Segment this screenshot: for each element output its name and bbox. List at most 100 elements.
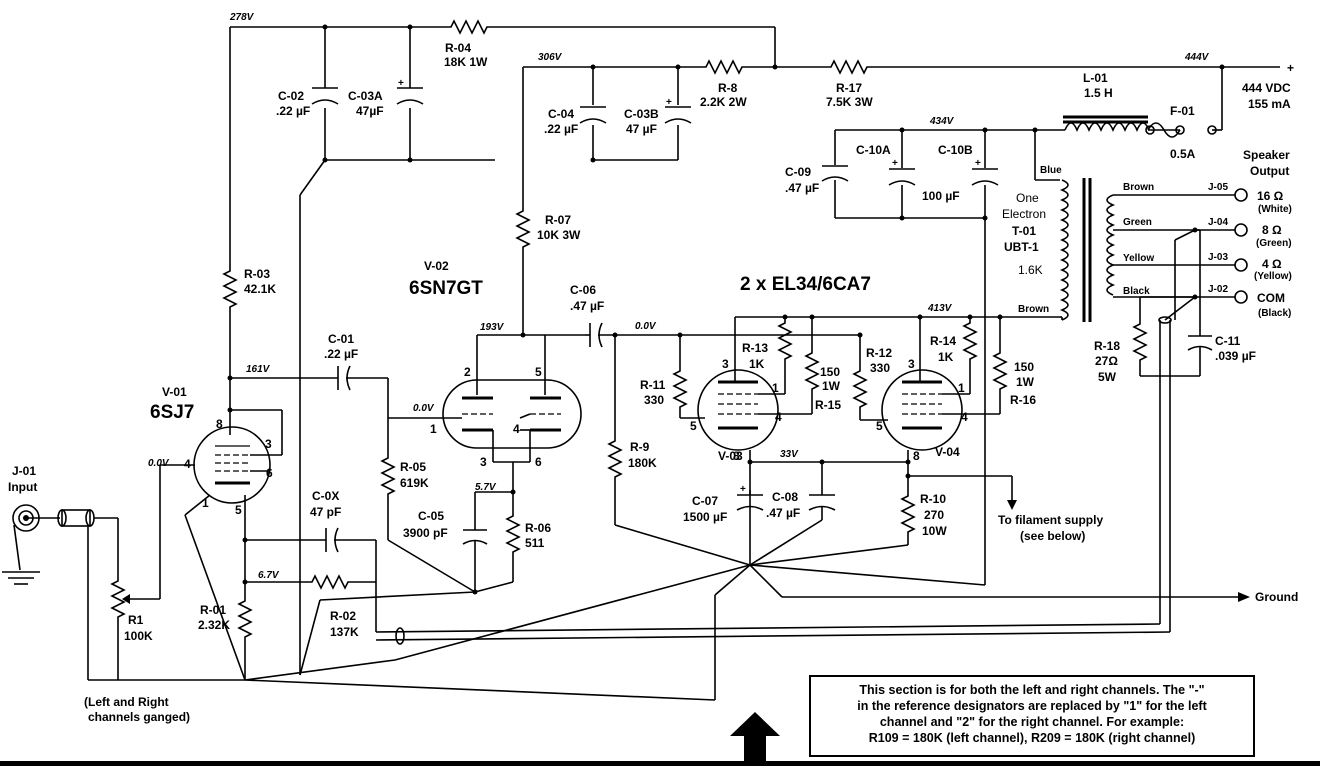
svg-text:16 Ω: 16 Ω — [1257, 189, 1284, 203]
svg-text:R-04: R-04 — [445, 41, 471, 55]
svg-text:7.5K 3W: 7.5K 3W — [826, 95, 873, 109]
svg-text:+: + — [1287, 61, 1294, 75]
svg-text:42.1K: 42.1K — [244, 282, 276, 296]
svg-text:V-01: V-01 — [162, 385, 187, 399]
svg-text:+: + — [398, 78, 404, 89]
svg-text:330: 330 — [644, 393, 664, 407]
capacitor-c04 — [579, 106, 607, 124]
svg-text:R-16: R-16 — [1010, 393, 1036, 407]
resistor-r05 — [381, 451, 476, 593]
svg-text:R-11: R-11 — [640, 378, 666, 392]
svg-text:R-01: R-01 — [200, 603, 226, 617]
svg-text:.22 µF: .22 µF — [276, 104, 310, 118]
svg-text:R-14: R-14 — [930, 334, 956, 348]
resistor-r14 — [963, 316, 977, 366]
svg-text:1.6K: 1.6K — [1018, 263, 1043, 277]
svg-text:L-01: L-01 — [1083, 71, 1108, 85]
svg-text:C-08: C-08 — [772, 490, 798, 504]
svg-text:R-8: R-8 — [718, 81, 738, 95]
svg-text:C-07: C-07 — [692, 494, 718, 508]
svg-text:UBT-1: UBT-1 — [1004, 240, 1039, 254]
svg-text:(see below): (see below) — [1020, 529, 1085, 543]
feedback-cable — [375, 296, 1196, 645]
svg-text:R-03: R-03 — [244, 267, 270, 281]
svg-text:C-02: C-02 — [278, 89, 304, 103]
svg-text:R1: R1 — [128, 613, 144, 627]
svg-text:413V: 413V — [927, 303, 953, 314]
svg-text:0.0V: 0.0V — [413, 403, 435, 414]
resistor-r15 — [805, 317, 819, 396]
svg-text:V-02: V-02 — [424, 259, 449, 273]
svg-text:C-03A: C-03A — [348, 89, 383, 103]
svg-text:J-03: J-03 — [1208, 252, 1228, 263]
svg-text:1K: 1K — [938, 350, 954, 364]
svg-text:R-07: R-07 — [545, 213, 571, 227]
resistor-r16 — [993, 317, 1007, 396]
svg-text:3: 3 — [908, 357, 915, 371]
svg-text:1: 1 — [958, 381, 965, 395]
tube-v04 — [881, 317, 1001, 490]
svg-text:C-04: C-04 — [548, 107, 574, 121]
svg-text:J-01: J-01 — [12, 464, 36, 478]
jack-com — [1234, 290, 1248, 304]
svg-text:5: 5 — [876, 419, 883, 433]
svg-text:4: 4 — [775, 410, 782, 424]
jack-4-ohm — [1234, 258, 1248, 272]
svg-text:100K: 100K — [124, 629, 153, 643]
capacitor-c03a: + — [396, 78, 424, 105]
pin-labels: 8 3 4 6 1 5 2 5 1 4 3 6 3 1 5 4 8 3 1 5 … — [184, 357, 968, 517]
svg-text:V-04: V-04 — [935, 445, 960, 459]
svg-text:3: 3 — [265, 437, 272, 451]
capacitor-c03b: + — [664, 97, 692, 124]
svg-text:(White): (White) — [1258, 204, 1292, 215]
svg-text:(Green): (Green) — [1256, 238, 1292, 249]
supply-labels: + 444 VDC 155 mA — [1242, 61, 1294, 111]
svg-text:33V: 33V — [780, 449, 799, 460]
resistor-r03 — [223, 264, 237, 314]
svg-text:6SJ7: 6SJ7 — [150, 402, 194, 423]
misc-labels: J-01 Input (Left and Right channels gang… — [8, 464, 1298, 724]
svg-text:+: + — [666, 97, 672, 108]
svg-text:1: 1 — [772, 381, 779, 395]
svg-text:Input: Input — [8, 480, 37, 494]
svg-text:R-10: R-10 — [920, 492, 946, 506]
component-labels: R-04 18K 1W R-8 2.2K 2W R-17 7.5K 3W C-0… — [124, 41, 1256, 643]
svg-text:2: 2 — [464, 365, 471, 379]
svg-text:6.7V: 6.7V — [258, 570, 280, 581]
svg-text:27Ω: 27Ω — [1095, 354, 1118, 368]
svg-text:619K: 619K — [400, 476, 429, 490]
svg-text:R-12: R-12 — [866, 346, 892, 360]
svg-text:.47 µF: .47 µF — [766, 506, 800, 520]
svg-text:3: 3 — [480, 455, 487, 469]
svg-text:Yellow: Yellow — [1123, 253, 1154, 264]
svg-text:Brown: Brown — [1123, 182, 1154, 193]
svg-text:8: 8 — [216, 417, 223, 431]
resistor-r17 — [824, 60, 874, 74]
resistor-r11 — [673, 335, 705, 419]
capacitor-c06 — [585, 322, 860, 348]
svg-text:180K: 180K — [628, 456, 657, 470]
svg-text:47µF: 47µF — [356, 104, 384, 118]
resistor-r07 — [516, 204, 530, 335]
choke-l01 — [1063, 115, 1150, 133]
svg-text:.47 µF: .47 µF — [785, 181, 819, 195]
svg-text:2.2K 2W: 2.2K 2W — [700, 95, 747, 109]
svg-text:2.32K: 2.32K — [198, 618, 230, 632]
svg-text:150: 150 — [820, 365, 840, 379]
resistor-r01 — [238, 582, 252, 680]
svg-text:.039 µF: .039 µF — [1215, 349, 1256, 363]
resistor-r04 — [444, 20, 494, 34]
input-section — [2, 465, 245, 681]
svg-text:8: 8 — [913, 449, 920, 463]
svg-text:5.7V: 5.7V — [475, 482, 497, 493]
svg-text:1.5 H: 1.5 H — [1084, 86, 1113, 100]
svg-text:J-04: J-04 — [1208, 217, 1228, 228]
svg-text:C-10B: C-10B — [938, 143, 973, 157]
svg-text:511: 511 — [525, 536, 545, 550]
voltage-labels: 278V 306V 444V 434V 413V 193V 161V 0.0V … — [148, 12, 1210, 581]
resistor-r13 — [778, 316, 792, 366]
svg-text:155 mA: 155 mA — [1248, 97, 1291, 111]
channel-note: This section is for both the left and ri… — [809, 675, 1255, 757]
svg-text:330: 330 — [870, 361, 890, 375]
svg-text:J-02: J-02 — [1208, 284, 1228, 295]
